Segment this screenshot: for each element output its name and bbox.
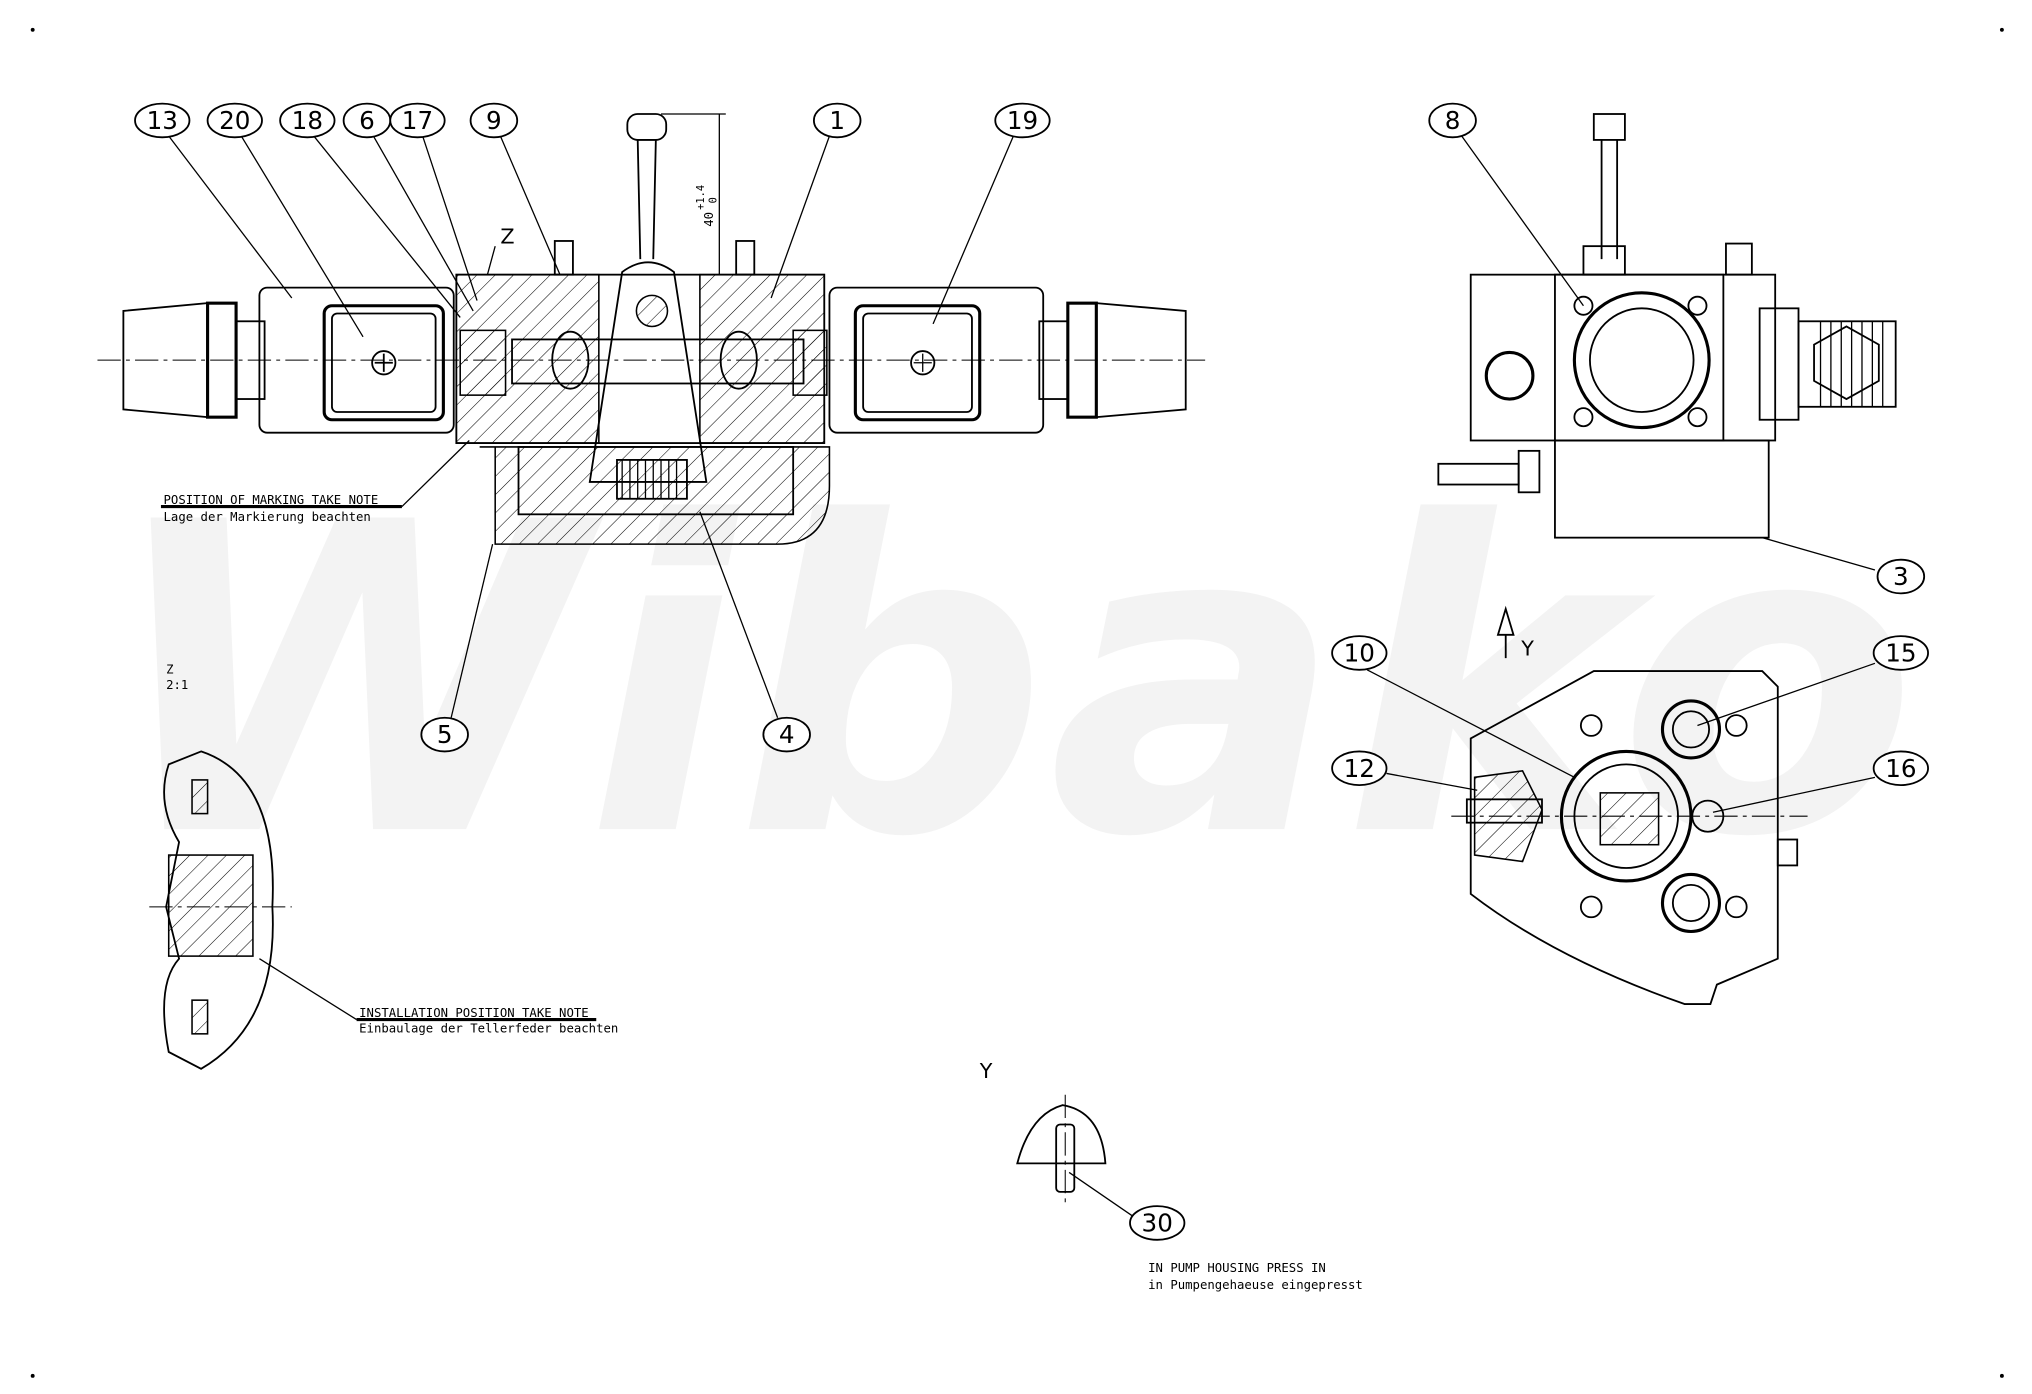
main-section-view: 40 +1.4 0 Z xyxy=(97,113,1206,545)
view-y-arrow-label: Y xyxy=(1520,637,1534,661)
svg-text:1: 1 xyxy=(829,106,845,135)
svg-text:8: 8 xyxy=(1445,106,1461,135)
view-y: Y xyxy=(1451,605,1808,1005)
balloon-15: 15 xyxy=(1872,635,1929,671)
view-y-label: Y xyxy=(979,1059,993,1083)
svg-text:9: 9 xyxy=(486,106,502,135)
note-marking-de: Lage der Markierung beachten xyxy=(164,510,371,524)
balloon-8: 8 xyxy=(1428,102,1477,139)
balloon-20: 20 xyxy=(206,102,263,139)
dimension-tolerance-lower: 0 xyxy=(708,197,720,203)
balloon-3: 3 xyxy=(1876,558,1926,595)
balloon-30: 30 xyxy=(1129,1205,1186,1241)
svg-text:20: 20 xyxy=(219,106,250,135)
balloon-4: 4 xyxy=(762,716,811,753)
svg-text:17: 17 xyxy=(402,106,433,135)
svg-text:4: 4 xyxy=(779,720,795,749)
note-press-en: IN PUMP HOUSING PRESS IN xyxy=(1148,1261,1326,1275)
svg-text:5: 5 xyxy=(437,720,453,749)
note-install-de: Einbaulage der Tellerfeder beachten xyxy=(359,1022,618,1036)
balloon-1: 1 xyxy=(812,102,862,139)
balloon-10: 10 xyxy=(1331,635,1388,671)
detail-scale: 2:1 xyxy=(166,678,188,692)
detail-name: Z xyxy=(166,663,174,677)
svg-text:3: 3 xyxy=(1893,562,1909,591)
balloon-5: 5 xyxy=(420,716,469,753)
balloon-13: 13 xyxy=(134,102,191,139)
svg-text:10: 10 xyxy=(1344,638,1375,667)
dimension-value: 40 xyxy=(702,212,716,227)
watermark: Wibako xyxy=(104,432,1918,930)
note-install-en: INSTALLATION POSITION TAKE NOTE xyxy=(359,1006,589,1020)
balloon-19: 19 xyxy=(994,102,1051,139)
svg-text:6: 6 xyxy=(359,106,375,135)
svg-text:12: 12 xyxy=(1344,754,1375,783)
side-view xyxy=(1437,113,1897,571)
balloon-18: 18 xyxy=(279,102,336,139)
balloon-12: 12 xyxy=(1331,750,1388,787)
note-marking-en: POSITION OF MARKING TAKE NOTE xyxy=(164,493,379,507)
balloon-9: 9 xyxy=(469,102,519,139)
svg-text:13: 13 xyxy=(147,106,178,135)
detail-z-view: INSTALLATION POSITION TAKE NOTE Einbaula… xyxy=(149,750,618,1070)
leader-lines xyxy=(168,135,1876,1219)
svg-text:16: 16 xyxy=(1885,754,1916,783)
balloon-17: 17 xyxy=(389,102,446,139)
section-z-label: Z xyxy=(500,225,514,249)
balloon-16: 16 xyxy=(1872,750,1929,787)
svg-text:15: 15 xyxy=(1885,638,1916,667)
balloon-6: 6 xyxy=(342,102,392,139)
pin-view: Y IN PUMP HOUSING PRESS IN in Pumpengeha… xyxy=(979,1059,1363,1292)
svg-text:18: 18 xyxy=(292,106,323,135)
svg-text:30: 30 xyxy=(1142,1208,1173,1237)
dimension-tolerance-upper: +1.4 xyxy=(695,185,707,210)
note-press-de: in Pumpengehaeuse eingepresst xyxy=(1148,1278,1363,1292)
svg-text:19: 19 xyxy=(1007,106,1038,135)
